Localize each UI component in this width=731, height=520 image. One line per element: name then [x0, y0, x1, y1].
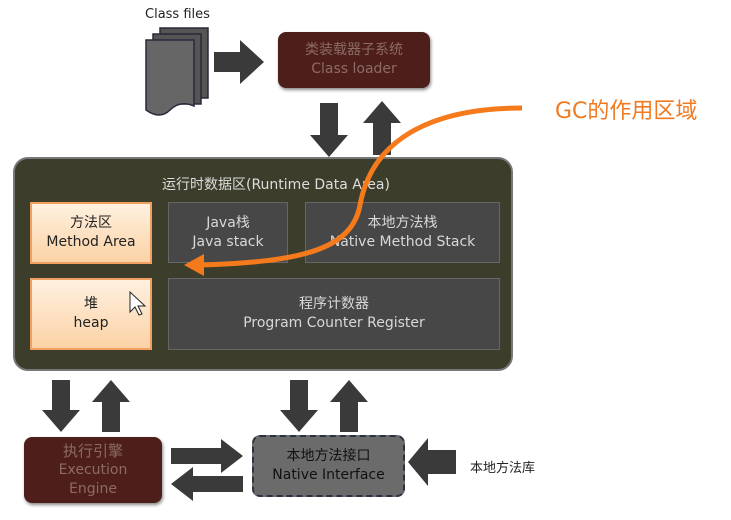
native-stack-zh: 本地方法栈	[367, 214, 438, 231]
java-stack-en: Java stack	[192, 233, 264, 250]
heap-en: heap	[73, 315, 109, 331]
class-loader-zh: 类装载器子系统	[305, 42, 403, 58]
arrow-down-icon	[280, 380, 318, 432]
native-interface-zh: 本地方法接口	[286, 448, 371, 464]
class-loader-box: 类装载器子系统 Class loader	[278, 32, 430, 88]
native-stack-en: Native Method Stack	[329, 233, 476, 250]
mouse-cursor-icon	[129, 290, 147, 316]
arrow-left-icon	[408, 438, 456, 486]
heap-zh: 堆	[84, 296, 98, 312]
method-area-en: Method Area	[46, 234, 136, 250]
pc-en: Program Counter Register	[243, 315, 425, 331]
runtime-title: 运行时数据区(Runtime Data Area)	[162, 177, 390, 193]
java-stack-box: Java栈 Java stack	[168, 202, 288, 263]
arrow-up-icon	[330, 380, 368, 432]
class-files-label: Class files	[145, 7, 210, 22]
arrow-right-icon	[214, 40, 264, 84]
native-interface-box: 本地方法接口 Native Interface	[252, 435, 405, 497]
execution-en1: Execution	[58, 461, 128, 478]
pc-zh: 程序计数器	[299, 296, 369, 312]
arrow-left-icon	[171, 467, 243, 501]
arrow-down-icon	[310, 103, 348, 157]
execution-engine-box: 执行引擎 Execution Engine	[24, 437, 162, 503]
method-area-zh: 方法区	[70, 215, 112, 231]
arrow-up-icon	[363, 101, 401, 155]
method-area-box: 方法区 Method Area	[30, 202, 152, 264]
arrow-right-icon	[171, 439, 243, 473]
arrow-up-icon	[92, 380, 130, 432]
class-loader-en: Class loader	[311, 61, 397, 77]
heap-box: 堆 heap	[30, 278, 152, 350]
native-method-stack-box: 本地方法栈 Native Method Stack	[305, 202, 500, 263]
gc-label: GC的作用区域	[555, 99, 698, 124]
java-stack-zh: Java栈	[206, 214, 250, 231]
execution-zh: 执行引擎	[62, 441, 123, 460]
program-counter-box: 程序计数器 Program Counter Register	[168, 278, 500, 350]
execution-en2: Engine	[69, 480, 117, 497]
native-interface-en: Native Interface	[272, 467, 385, 483]
arrow-down-icon	[42, 380, 80, 432]
class-files-icon	[145, 27, 209, 116]
native-library-label: 本地方法库	[470, 461, 536, 476]
